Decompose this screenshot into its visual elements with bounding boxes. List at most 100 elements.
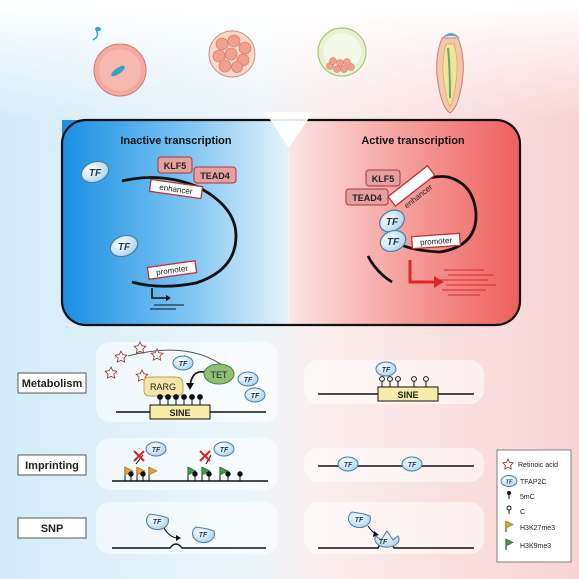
metabolism-active-sine: SINE [377, 386, 439, 402]
section-label-metabolism: Metabolism [17, 372, 87, 394]
legend-5mc-icon [507, 491, 511, 499]
legend-h3k9me3-icon [505, 538, 514, 550]
imprinting-inactive-panel [96, 438, 278, 490]
active-enhancer: enhancer [387, 164, 436, 210]
tet-label: TET [211, 370, 229, 380]
metabolism-active-tf-label: TF [382, 367, 391, 374]
imprinting-h3k27me3-group [124, 466, 158, 481]
imprinting-active-panel [304, 448, 484, 482]
5mc-mark [206, 471, 212, 477]
legend-h3k27me3-icon [505, 520, 514, 532]
metabolism-tf-1: TF [172, 355, 194, 371]
stage-morula-icon [208, 30, 256, 78]
imprinting-blocked-tf-2: TF [199, 441, 235, 465]
active-sine-label: SINE [397, 390, 418, 400]
metabolism-rarg: RARG [143, 376, 184, 397]
legend-label-h3k9me3: H3K9me3 [520, 543, 551, 550]
metabolism-c-group [379, 376, 429, 387]
metabolism-inactive-sine: SINE [149, 404, 211, 420]
legend-label-h3k27me3: H3K27me3 [520, 525, 555, 532]
legend-label-5mc: 5mC [520, 494, 535, 501]
active-tf-upper-label: TF [386, 217, 399, 228]
imprinting-active-tf-2: TF [401, 456, 423, 472]
metabolism-active-panel [304, 360, 484, 404]
metabolism-retinoic-acid-group [104, 340, 164, 382]
metabolism-tf-3: TF [244, 387, 266, 403]
inactive-enhancer: enhancer [148, 178, 204, 200]
h3k27me3-flag [148, 466, 158, 481]
active-tead4-label: TEAD4 [352, 193, 382, 203]
active-dna-strand-lower [366, 255, 393, 284]
legend-retinoic-acid-icon [501, 457, 515, 470]
inactive-dna-strand [121, 176, 238, 288]
rarg-label: RARG [150, 382, 176, 392]
active-tead4: TEAD4 [345, 188, 389, 206]
h3k9me3-flag [187, 466, 197, 481]
active-tf-dimer: TF TF [379, 209, 407, 252]
imprinting-active-tf-2-label: TF [408, 462, 417, 469]
svg-text:Metabolism: Metabolism [22, 378, 83, 390]
section-label-imprinting: Imprinting [17, 454, 87, 476]
imprinting-h3k9me3-group [187, 466, 229, 481]
block-x-icon [199, 450, 211, 462]
svg-text:Imprinting: Imprinting [25, 460, 79, 472]
inactive-tead4-label: TEAD4 [200, 171, 230, 181]
metabolism-5mc-group [157, 394, 203, 405]
metabolism-tf-1-label: TF [179, 361, 188, 368]
active-tf-lower-label: TF [387, 237, 400, 248]
legend-tfap2c-icon: TF [500, 475, 518, 487]
5mc-mark [165, 394, 171, 400]
5mc-mark [140, 471, 146, 477]
c-mark [379, 376, 385, 382]
metabolism-tf-3-label: TF [251, 393, 260, 400]
h3k9me3-flag [201, 466, 211, 481]
c-mark [423, 376, 429, 382]
block-x-icon [133, 450, 145, 462]
retinoic-acid-star-1 [114, 349, 128, 363]
svg-text:TF: TF [506, 480, 513, 486]
snp-active-tf-2: TF [374, 530, 400, 548]
inactive-tf-1: TF [80, 160, 110, 184]
inactive-klf5-label: KLF5 [164, 161, 187, 171]
tet-action-arrowhead [186, 383, 194, 390]
snp-inactive-panel [96, 502, 278, 554]
snp-active-tf-1: TF [348, 511, 371, 529]
active-promoter-label: promoter [420, 236, 453, 247]
c-mark [387, 376, 393, 382]
inactive-promoter-label: promoter [156, 264, 189, 277]
5mc-mark [181, 394, 187, 400]
active-dna-strand [386, 175, 478, 254]
retinoic-acid-star-5 [135, 368, 149, 382]
inactive-tf-1-label: TF [89, 168, 102, 179]
svg-text:SNP: SNP [41, 523, 64, 535]
5mc-mark [128, 471, 134, 477]
active-strong-transcription-arrow [408, 260, 496, 296]
inactive-tf-2: TF [109, 234, 139, 258]
5mc-mark [189, 394, 195, 400]
stage-sperm-oocyte-icon [92, 27, 147, 97]
c-mark [411, 376, 417, 382]
imprinting-active-tf-1: TF [337, 456, 359, 472]
imprinting-5mc-group [128, 471, 243, 481]
snp-active-tf-2-label: TF [379, 539, 388, 546]
stage-postimplantation-embryo-icon [436, 33, 464, 114]
inactive-sine-label: SINE [169, 408, 190, 418]
inactive-promoter: promoter [146, 259, 198, 281]
5mc-mark [192, 471, 198, 477]
snp-inactive-dna [112, 543, 266, 549]
section-label-snp: SNP [17, 517, 87, 539]
background-top-fade [0, 0, 579, 120]
snp-inactive-tf-1: TF [146, 513, 169, 531]
5mc-mark [197, 394, 203, 400]
snp-inactive-tf-2-label: TF [199, 532, 208, 539]
snp-active-arrowhead [373, 531, 379, 537]
imprinting-blocked-tf-1-label: TF [152, 447, 161, 454]
imprinting-blocked-tf-1: TF [133, 441, 167, 465]
5mc-mark [157, 394, 163, 400]
metabolism-tf-2: TF [237, 371, 259, 387]
active-klf5-label: KLF5 [372, 174, 395, 184]
retinoic-acid-star-4 [104, 365, 118, 379]
metabolism-signal-curve [127, 349, 227, 369]
